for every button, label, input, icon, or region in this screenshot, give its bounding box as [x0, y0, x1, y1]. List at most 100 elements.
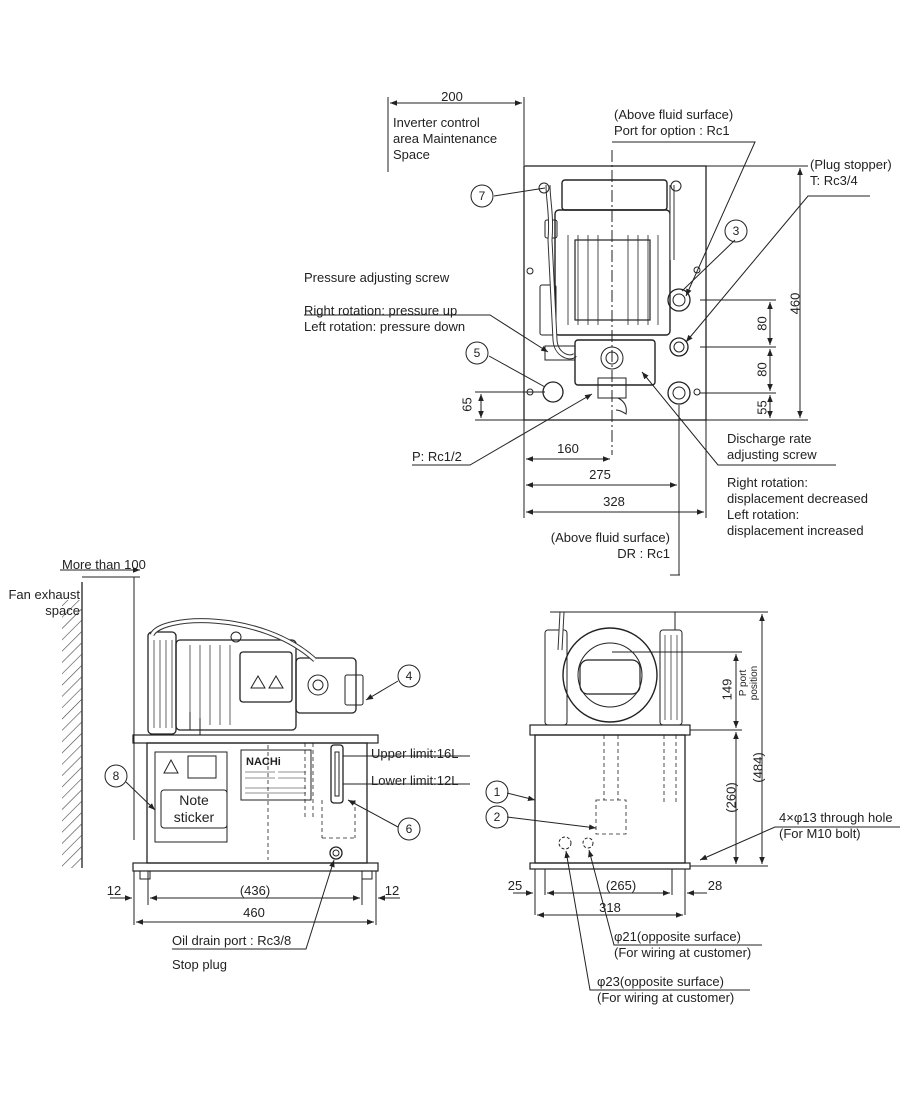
leader-balloon-7: [493, 187, 546, 197]
balloon-1-label: 1: [493, 785, 501, 799]
motor-end-inner: [577, 642, 643, 708]
balloon-3-label: 3: [732, 224, 740, 238]
dim-484-label: (484): [750, 752, 766, 783]
fan-exhaust-label: Fan exhaust space: [8, 587, 80, 618]
plug-stopper-label: (Plug stopper) T: Rc3/4: [810, 157, 892, 188]
balloon-8: [104, 764, 128, 788]
pressure-screw-title: Pressure adjusting screw: [304, 270, 450, 285]
leader-balloon-1: [506, 792, 536, 802]
side-fins-right: [659, 629, 683, 726]
pump-fitting: [344, 674, 364, 706]
balloon-5: [465, 341, 489, 365]
dim-55-label: 55: [754, 400, 770, 415]
drain-port: [329, 846, 343, 860]
side-top-pipe: [550, 611, 676, 630]
oil-drain-label: Oil drain port : Rc3/8: [172, 933, 292, 948]
fitting-circle: [538, 182, 550, 194]
hose-front-inner: [150, 619, 317, 662]
pump-front: [295, 657, 357, 714]
warning-triangle-icon: [163, 758, 179, 774]
leader-balloon-5: [488, 355, 546, 388]
dim-25-label: 25: [507, 878, 523, 893]
side-base: [529, 862, 691, 870]
port-p-label: P: Rc1/2: [412, 449, 462, 464]
dim-12-right-label: 12: [384, 883, 400, 898]
phi21-label: φ21(opposite surface) (For wiring at cus…: [614, 929, 752, 960]
tank-lid: [132, 734, 379, 744]
phi23-label: φ23(opposite surface) (For wiring at cus…: [597, 974, 735, 1005]
option-port-label: (Above fluid surface) Port for option : …: [614, 107, 734, 138]
dim-460-label: 460: [787, 292, 803, 315]
dim-260-label: (260): [723, 782, 739, 813]
motor-legs: [189, 712, 201, 735]
leader-pressure-screw: [304, 314, 549, 353]
discharge-screw-title: Discharge rate adjusting screw: [727, 431, 817, 462]
side-tank: [534, 734, 686, 864]
dim-275-label: 275: [589, 467, 611, 482]
port-p-circle: [542, 381, 564, 403]
leader-t-port: [685, 195, 870, 343]
dim-328-label: 328: [603, 494, 625, 509]
dim-160-label: 160: [557, 441, 579, 456]
maintenance-space-label: Inverter control area Maintenance Space: [393, 115, 498, 162]
note-sticker-box: [160, 789, 228, 829]
dim-12-left-label: 12: [106, 883, 122, 898]
leader-option-port: [612, 141, 756, 297]
dim-318-label: 318: [599, 900, 621, 915]
balloon-2-label: 2: [493, 810, 501, 824]
port-option-inner: [672, 293, 686, 307]
pump-side-block: [579, 659, 641, 695]
pump-shaft-inner: [312, 679, 324, 691]
level-gauge: [330, 744, 344, 804]
hose-clamp: [230, 631, 242, 643]
leader-drain: [172, 859, 335, 950]
leader-port-p: [412, 393, 593, 466]
pressure-adjuster: [544, 345, 576, 361]
warning-icon: [268, 675, 284, 689]
p-port-position-label: P port position: [738, 665, 760, 701]
front-view: [60, 567, 470, 950]
motor-body-front: [175, 639, 297, 731]
tank-base: [132, 862, 379, 872]
leader-balloon-2: [506, 816, 597, 830]
port-t-inner: [673, 341, 685, 353]
tank-foot: [139, 870, 151, 880]
note-sticker-label: Note sticker: [173, 792, 215, 825]
motor-end-circle: [562, 627, 658, 723]
dim-28-label: 28: [707, 878, 723, 893]
balloon-6-label: 6: [405, 822, 413, 836]
port-dr-circle: [667, 381, 691, 405]
side-view: [485, 611, 900, 991]
discharge-screw-note: Right rotation: displacement decreased L…: [727, 475, 868, 538]
balloon-8-label: 8: [112, 769, 120, 783]
motor-cover: [561, 179, 668, 211]
motor-fins: [567, 235, 659, 325]
mount-hole: [693, 388, 701, 396]
leader-balloon-8: [125, 781, 156, 811]
pump-shaft: [307, 674, 329, 696]
balloon-5-label: 5: [473, 346, 481, 360]
balloon-6: [397, 817, 421, 841]
port-t-circle: [669, 337, 689, 357]
discharge-knob: [615, 397, 627, 415]
pump-block: [574, 339, 656, 386]
leader-through-hole: [699, 826, 900, 861]
leader-balloon-6: [347, 799, 399, 828]
terminal-box: [574, 239, 651, 321]
dim-265-label: (265): [605, 878, 637, 893]
level-gauge-window: [334, 751, 340, 797]
dim-65-label: 65: [459, 397, 475, 412]
dim-460-front-label: 460: [243, 905, 265, 920]
mount-hole: [693, 266, 701, 274]
warning-label: [187, 755, 217, 779]
nameplate-lines: [245, 771, 306, 794]
hose-top-inner: [546, 184, 577, 359]
balloon-7-label: 7: [478, 189, 486, 203]
brand-logo: NACHi: [246, 756, 281, 768]
wiring-hole-21: [582, 837, 594, 849]
balloon-3: [724, 219, 748, 243]
balloon-4-label: 4: [405, 669, 413, 683]
through-hole-label: 4×φ13 through hole (For M10 bolt): [779, 810, 893, 841]
